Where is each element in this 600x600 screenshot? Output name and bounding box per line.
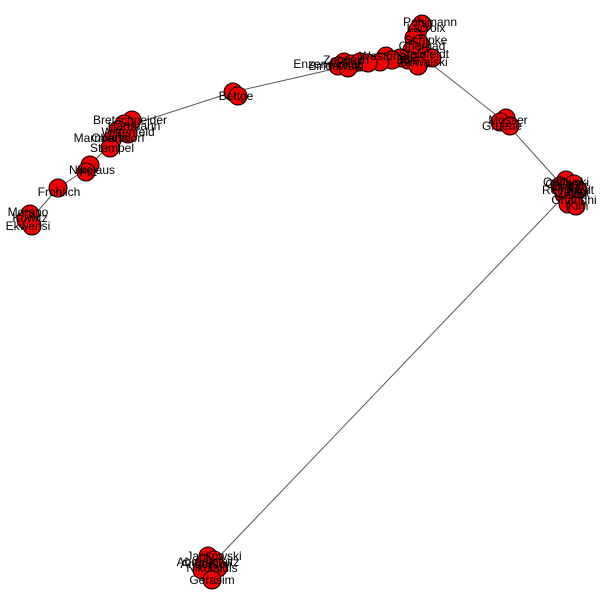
graph-node[interactable] [338,58,358,78]
node-label: Jankowski [186,549,241,563]
node-label: Westphal [359,49,409,63]
node-label: Taylor [558,185,590,199]
graph-node[interactable] [22,216,42,236]
node-label: Ghandhi [551,193,596,207]
node-label: Frohlich [38,185,81,199]
node-layer [16,14,588,590]
node-label: Kim [568,199,589,213]
node-label: Kowitz [12,211,47,225]
node-label: Enzenwinkel [293,57,360,71]
graph-node[interactable] [76,162,96,182]
node-label: Kowalski [400,55,447,69]
node-label: Zettel [557,187,587,201]
graph-node[interactable] [500,116,520,136]
edge-bettge-left [124,91,234,128]
graph-node[interactable] [48,178,68,198]
node-label: Steinfeldt [399,47,450,61]
node-label: Bretschneider [93,113,167,127]
node-label: Mosser [488,113,527,127]
node-label: Hartmann [108,119,161,133]
node-label: Bettge [219,89,254,103]
node-label: Ghernad [399,39,446,53]
node-label: Brandt [552,179,588,193]
node-label: Nikolaidis [186,561,237,575]
node-label: Ekwensi [6,219,51,233]
node-label: Gerasim [189,573,234,587]
node-label: Marrmann [74,131,129,145]
graph-node[interactable] [228,86,248,106]
node-label: Bille [397,53,420,67]
graph-node[interactable] [552,178,572,198]
graph-node[interactable] [202,570,222,590]
node-label: Pohlmann [403,15,457,29]
node-label: Wittenfeld [101,125,154,139]
node-label: Nikolaus [69,163,115,177]
node-label: Morano [8,205,49,219]
edge-right-bottom [209,191,569,567]
node-label: Anderson [180,557,231,571]
node-label: Pitt [79,165,97,179]
node-label: Lacroix [407,21,446,35]
node-label: Gruebe [482,119,522,133]
node-label: Bindewald [308,59,363,73]
graph-node[interactable] [566,196,586,216]
node-label: Schipke [405,33,448,47]
node-label: Zeppelin [323,53,369,67]
node-label: Gregor [545,177,582,191]
graph-node[interactable] [100,138,120,158]
label-layer: PohlmannLacroixSchipkeGhernadSteinfeldtE… [6,15,597,587]
node-label: Stempel [90,141,134,155]
graph-node[interactable] [358,53,378,73]
graph-node[interactable] [408,56,428,76]
node-label: Abramowitz [177,555,240,569]
node-label: Orlowski [543,175,589,189]
node-label: Obersdorf [91,131,145,145]
node-label: Reinhardt [542,183,595,197]
